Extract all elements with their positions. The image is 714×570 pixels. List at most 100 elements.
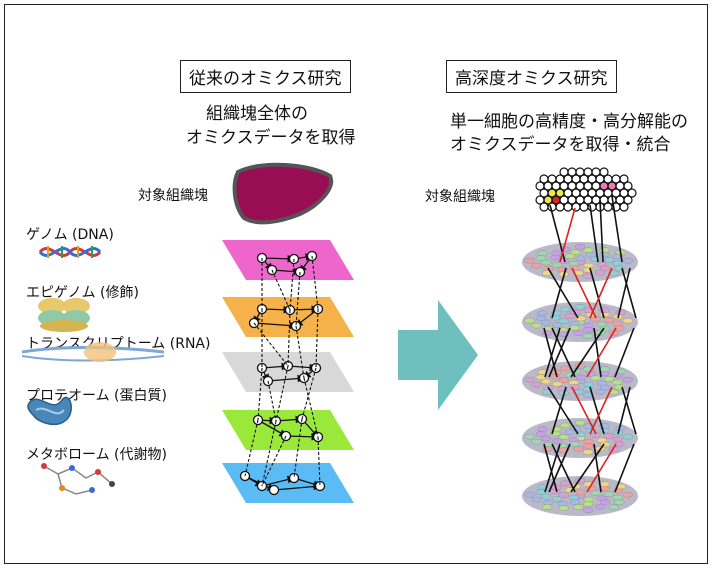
network-node: [288, 472, 300, 484]
cell-link: [614, 443, 635, 493]
inter-layer-link: [301, 367, 317, 420]
layer-cell: [575, 374, 587, 381]
single-cell: [563, 202, 573, 212]
layer-cell: [540, 493, 552, 500]
layer-cell: [552, 322, 563, 328]
inter-layer-link: [253, 322, 289, 367]
layer-cell: [558, 434, 569, 440]
layer-cell: [552, 262, 563, 268]
cell-link: [589, 386, 613, 435]
layer-cell: [612, 379, 623, 386]
layer-cell: [569, 441, 580, 447]
omics-layer-plane: [222, 240, 354, 280]
network-node: [268, 484, 280, 496]
cell-link: [547, 386, 579, 435]
layer-cell: [622, 433, 633, 440]
cell-link: [586, 327, 617, 378]
layer-cell: [559, 480, 571, 487]
layer-cell: [573, 330, 584, 336]
layer-cell: [603, 317, 615, 323]
layer-cell: [569, 499, 580, 505]
layer-cell: [573, 504, 584, 510]
cell-link: [551, 267, 567, 319]
layer-cell: [524, 376, 535, 383]
cell-link: [599, 199, 604, 263]
inter-layer-link: [295, 271, 301, 327]
single-cell: [555, 202, 565, 212]
inter-layer-link: [261, 420, 277, 487]
layer-cell: [582, 449, 594, 455]
layer-cell: [569, 384, 580, 390]
layer-cell: [535, 315, 546, 322]
omics-layer-plane: [222, 463, 354, 503]
layer-cell: [614, 441, 625, 448]
cell-link: [551, 327, 576, 378]
layer-cell: [599, 247, 610, 253]
layer-cell: [615, 309, 626, 316]
layer-cell: [564, 313, 576, 319]
cell-link: [548, 443, 571, 493]
layer-cell: [573, 446, 584, 452]
single-cell: [587, 202, 597, 212]
network-edge: [257, 419, 288, 437]
layer-cell: [540, 319, 552, 326]
layer-cell: [524, 317, 535, 324]
cell-link: [589, 267, 605, 319]
cell-link: [548, 327, 571, 378]
figure-border: [4, 4, 708, 564]
layer-cell: [552, 381, 563, 387]
layer-cell: [599, 366, 610, 372]
cell-link: [586, 443, 617, 493]
layer-cell: [583, 247, 594, 253]
cell-link: [589, 267, 613, 319]
layer-cell: [582, 507, 594, 513]
layer-cell: [552, 438, 563, 444]
cell-link: [570, 327, 605, 378]
layer-cell: [524, 257, 535, 264]
cell-link: [621, 267, 637, 319]
layer-cell: [524, 491, 535, 498]
cell-link: [621, 386, 637, 435]
layer-cell: [531, 496, 542, 503]
layer-cell: [574, 419, 586, 426]
cell-link: [593, 327, 602, 378]
layer-cell: [541, 504, 553, 510]
inter-layer-link: [267, 380, 277, 422]
cell-link: [544, 327, 561, 378]
layer-cell: [622, 491, 633, 498]
layer-cell: [575, 431, 587, 438]
single-cell: [619, 174, 629, 184]
cell-link: [544, 443, 561, 493]
single-cell: [627, 188, 637, 198]
layer-cell: [594, 503, 606, 510]
omics-layer-plane: [222, 297, 354, 337]
omics-layer-plane: [222, 410, 354, 450]
layer-cell: [531, 262, 542, 269]
layer-cell: [575, 489, 587, 496]
layer-cell: [603, 491, 615, 497]
inter-layer-link: [317, 436, 321, 487]
layer-cell: [531, 322, 542, 329]
cell-link: [617, 386, 631, 435]
layer-cell: [574, 303, 586, 310]
layer-cell: [569, 265, 580, 271]
layer-cell: [540, 259, 552, 266]
layer-cell: [612, 436, 623, 443]
rna-transcription-icon: [21, 342, 165, 362]
single-cell-tissue: [535, 167, 637, 212]
layer-cell: [537, 310, 548, 317]
inter-layer-link: [287, 309, 291, 367]
layer-cell: [603, 257, 615, 263]
layer-cell: [608, 504, 619, 511]
inter-layer-link: [275, 365, 289, 422]
left-desc-line1: 組織塊全体の: [206, 104, 308, 124]
cell-link: [589, 204, 599, 263]
layer-cell: [583, 501, 594, 507]
single-cell: [571, 202, 581, 212]
right-tissue-label: 対象組織塊: [425, 189, 495, 205]
layer-cell: [535, 374, 546, 381]
cell-link: [593, 443, 602, 493]
big-right-arrow-icon: [398, 300, 478, 410]
